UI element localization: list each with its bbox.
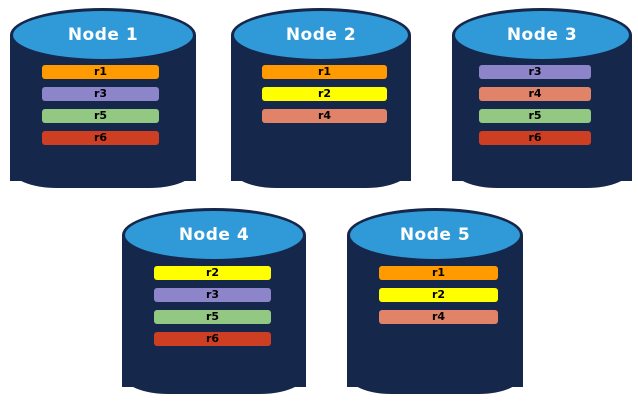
node-1-replica-r6[interactable]: r6 (42, 131, 159, 145)
node-1-cylinder[interactable]: Node 1 r1 r3 r5 r6 (10, 8, 196, 188)
node-2-replica-r1[interactable]: r1 (262, 65, 387, 79)
node-4-label: Node 4 (178, 225, 250, 245)
node-1-label: Node 1 (67, 25, 139, 45)
node-3-replica-r6[interactable]: r6 (479, 131, 591, 145)
node-4-replica-list: r2 r3 r5 r6 (154, 266, 271, 346)
node-3-label: Node 3 (506, 25, 578, 45)
node-4-replica-r3[interactable]: r3 (154, 288, 271, 302)
node-3-cylinder-top (452, 8, 632, 62)
node-4-cylinder[interactable]: Node 4 r2 r3 r5 r6 (122, 208, 306, 394)
node-1-replica-r3[interactable]: r3 (42, 87, 159, 101)
node-2-cylinder-top (231, 8, 411, 62)
node-1-replica-list: r1 r3 r5 r6 (42, 65, 159, 145)
node-5-cylinder[interactable]: Node 5 r1 r2 r4 (347, 208, 523, 394)
node-5-replica-r4[interactable]: r4 (379, 310, 498, 324)
node-4-replica-r6[interactable]: r6 (154, 332, 271, 346)
node-2-cylinder[interactable]: Node 2 r1 r2 r4 (231, 8, 411, 188)
node-4-replica-r2[interactable]: r2 (154, 266, 271, 280)
node-5-replica-list: r1 r2 r4 (379, 266, 498, 324)
node-5-replica-r1[interactable]: r1 (379, 266, 498, 280)
node-4-cylinder-top (122, 208, 306, 262)
node-3-replica-r5[interactable]: r5 (479, 109, 591, 123)
node-5-cylinder-top (347, 208, 523, 262)
node-3-replica-r4[interactable]: r4 (479, 87, 591, 101)
node-1-replica-r1[interactable]: r1 (42, 65, 159, 79)
node-2-replica-list: r1 r2 r4 (262, 65, 387, 123)
node-4-replica-r5[interactable]: r5 (154, 310, 271, 324)
node-2-replica-r2[interactable]: r2 (262, 87, 387, 101)
node-1-replica-r5[interactable]: r5 (42, 109, 159, 123)
node-2-label: Node 2 (285, 25, 357, 45)
node-5-replica-r2[interactable]: r2 (379, 288, 498, 302)
node-3-cylinder[interactable]: Node 3 r3 r4 r5 r6 (452, 8, 632, 188)
node-3-replica-r3[interactable]: r3 (479, 65, 591, 79)
node-1-cylinder-top (10, 8, 196, 62)
node-5-label: Node 5 (399, 225, 471, 245)
node-3-replica-list: r3 r4 r5 r6 (479, 65, 591, 145)
node-2-replica-r4[interactable]: r4 (262, 109, 387, 123)
